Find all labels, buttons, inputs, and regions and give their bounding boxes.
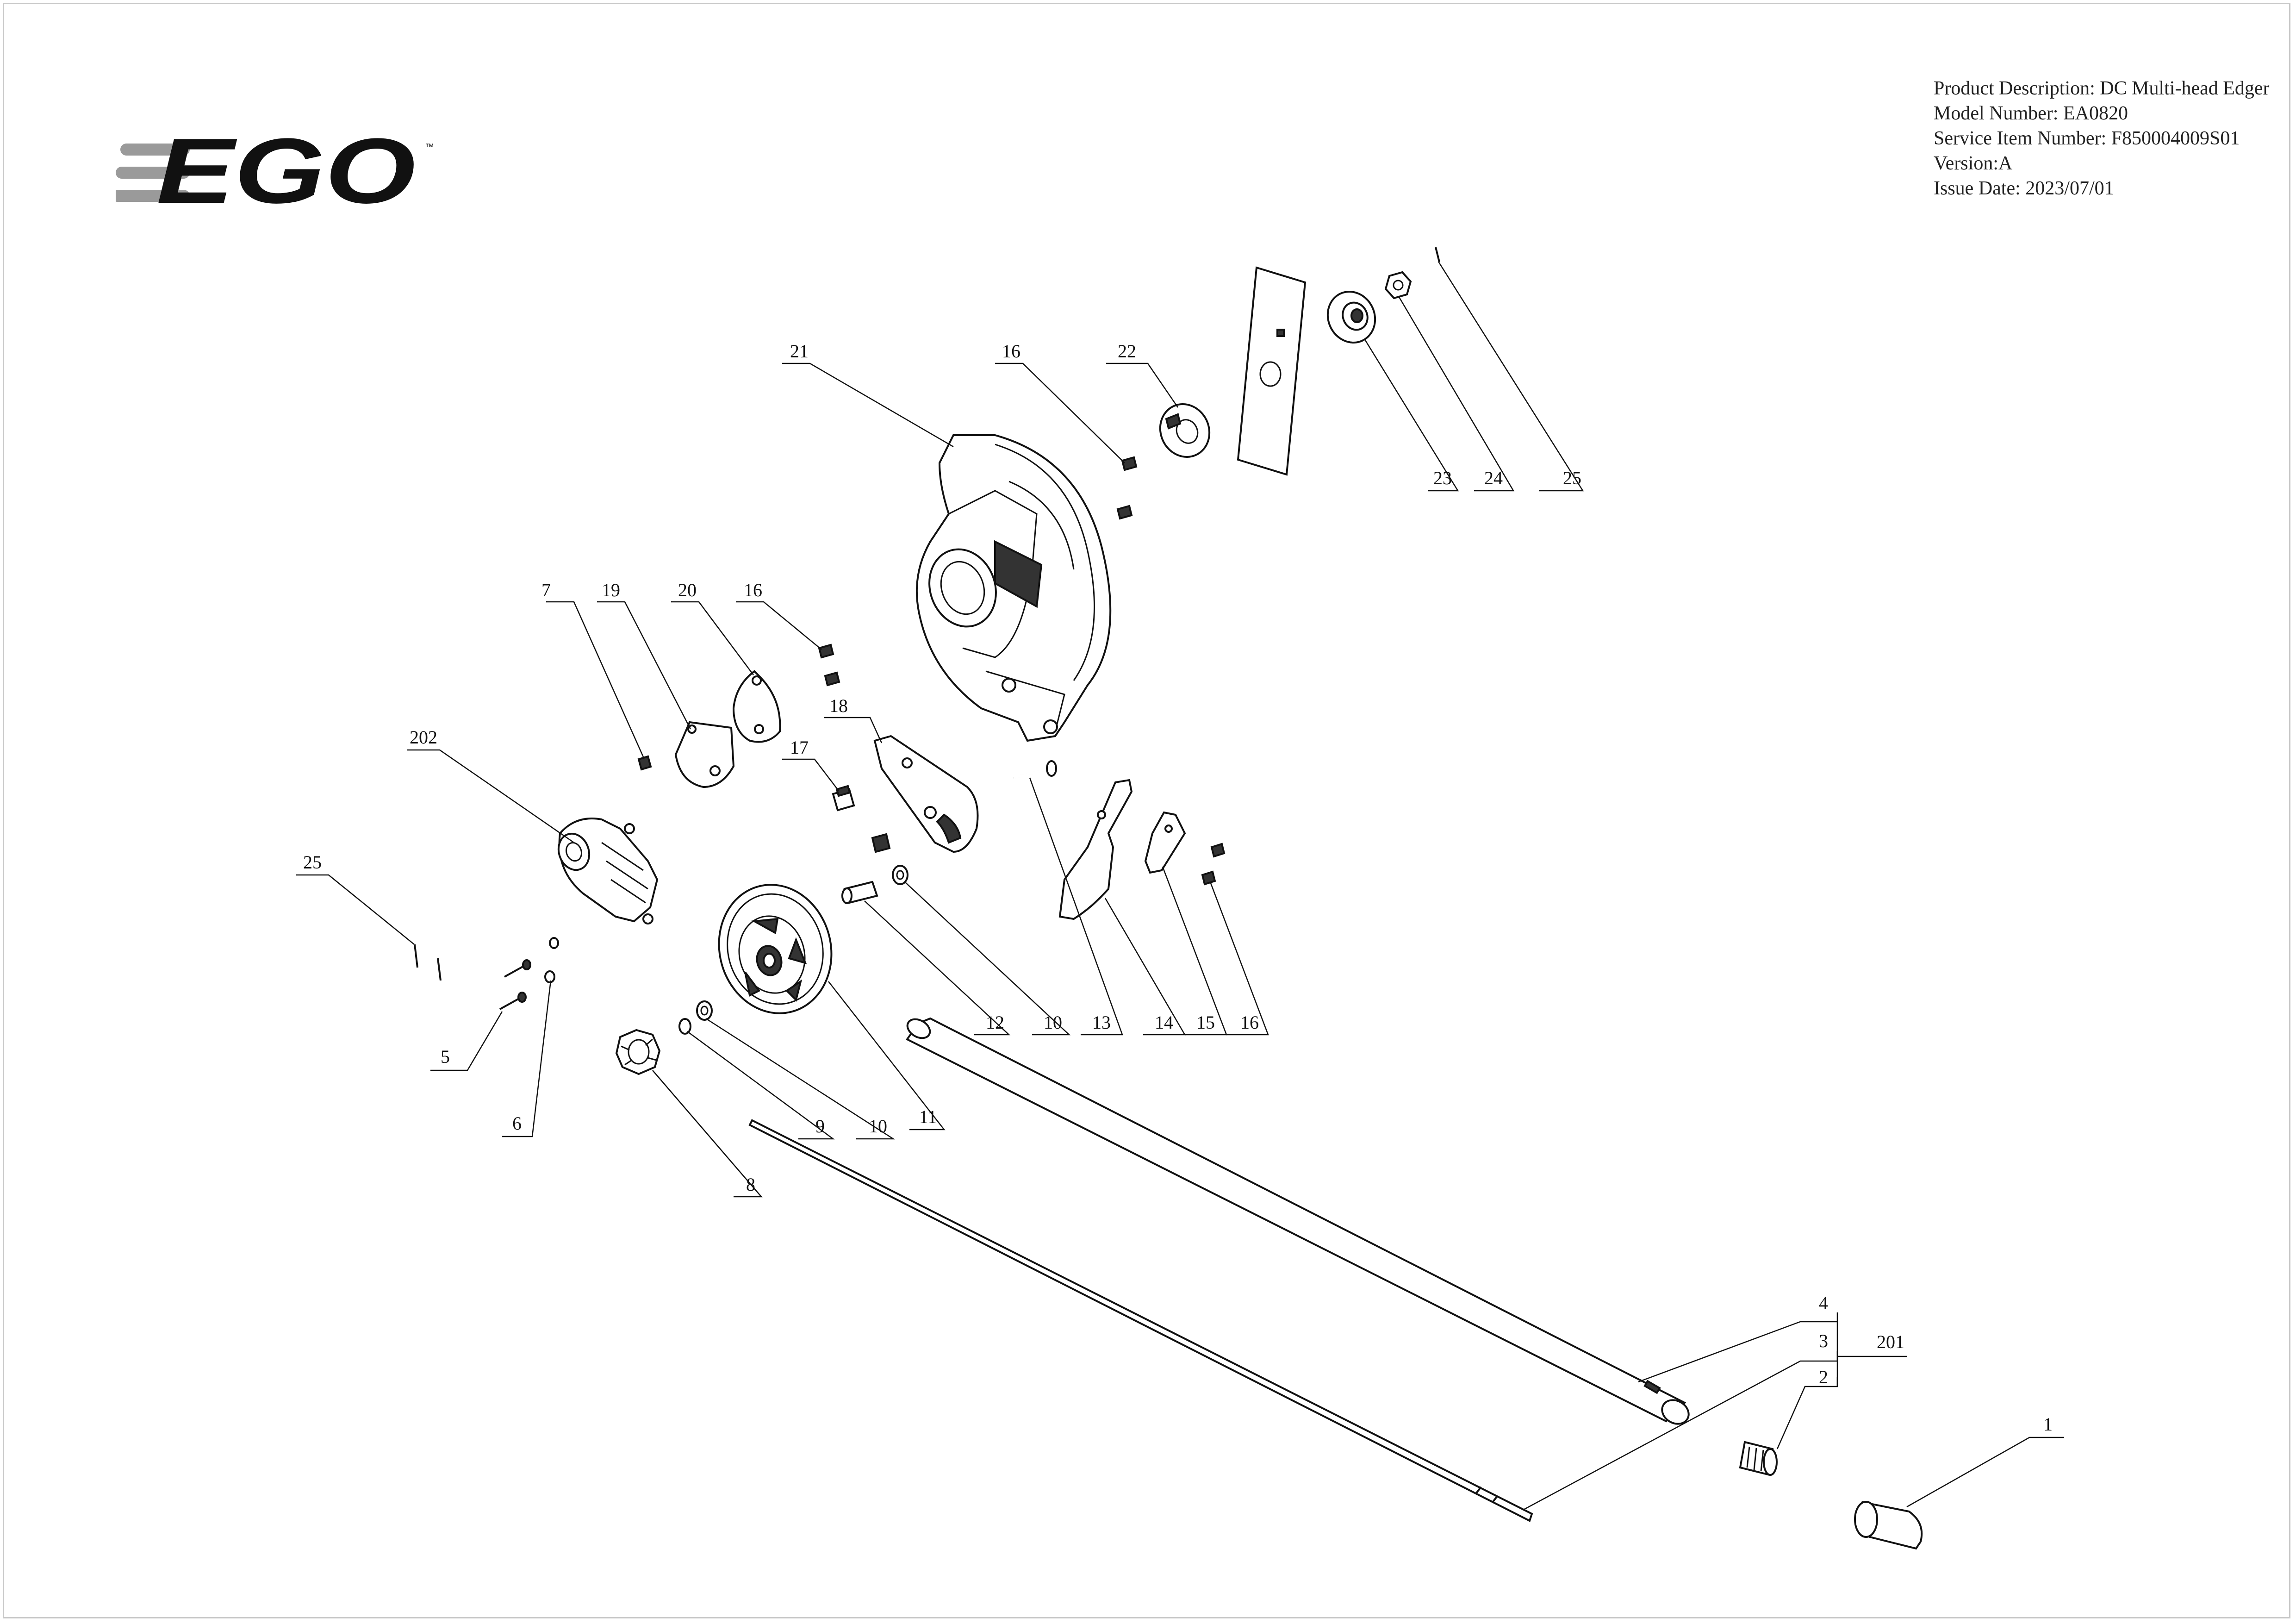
callout-23: 23 xyxy=(1433,468,1452,488)
callout-202: 202 xyxy=(410,727,437,748)
part-spacer-12 xyxy=(841,881,878,904)
part-screws-middle xyxy=(818,643,840,687)
callout-16-right: 16 xyxy=(1240,1012,1259,1033)
part-blade-nut xyxy=(1384,271,1412,300)
part-screws-right xyxy=(1201,843,1226,886)
callout-7: 7 xyxy=(541,580,551,600)
logo-stripe-1 xyxy=(120,144,190,156)
callout-8: 8 xyxy=(746,1174,755,1195)
part-outer-flange xyxy=(1326,291,1376,344)
part-screw-7 xyxy=(637,755,652,771)
product-description: Product Description: DC Multi-head Edger xyxy=(1934,78,2270,99)
part-coupler xyxy=(1739,1441,1778,1476)
callout-16-middle: 16 xyxy=(744,580,762,600)
part-small-plate xyxy=(1144,811,1186,874)
part-washer-10a xyxy=(696,1000,713,1021)
part-skid-plate xyxy=(1058,779,1133,920)
part-pins-left xyxy=(414,944,442,981)
logo-text: EGO xyxy=(156,138,416,212)
callout-11: 11 xyxy=(919,1106,937,1127)
page-border xyxy=(3,3,2290,1618)
callout-14: 14 xyxy=(1155,1012,1173,1033)
logo-stripe-3 xyxy=(116,190,190,202)
callout-18: 18 xyxy=(829,695,848,716)
document-info-block: Product Description: DC Multi-head Edger… xyxy=(1934,76,2270,201)
part-pin-top xyxy=(1435,247,1440,262)
issue-date: Issue Date: 2023/07/01 xyxy=(1934,178,2114,199)
callout-9: 9 xyxy=(815,1116,825,1137)
callout-10b: 10 xyxy=(1044,1012,1062,1033)
callout-1: 1 xyxy=(2043,1414,2053,1435)
part-screws-top xyxy=(1116,456,1138,520)
callout-21: 21 xyxy=(790,341,809,362)
callout-19: 19 xyxy=(602,580,620,600)
callout-17: 17 xyxy=(790,737,809,758)
callout-10a: 10 xyxy=(869,1116,887,1137)
version: Version:A xyxy=(1934,153,2013,174)
part-shaft-tube xyxy=(906,1017,1690,1425)
callout-15: 15 xyxy=(1196,1012,1215,1033)
logo-trademark: ™ xyxy=(425,142,434,152)
part-bracket-plate xyxy=(873,735,979,853)
part-drive-shaft xyxy=(748,1119,1533,1522)
callout-4: 4 xyxy=(1819,1293,1828,1313)
part-wheel xyxy=(718,884,833,1014)
part-inner-flange xyxy=(1159,403,1211,458)
part-bolt-13 xyxy=(1013,760,1057,779)
part-cover-half xyxy=(732,670,781,743)
logo-stripe-2 xyxy=(116,167,190,179)
callout-22: 22 xyxy=(1118,341,1136,362)
callout-20: 20 xyxy=(678,580,697,600)
part-gear-head xyxy=(557,818,659,924)
callout-5: 5 xyxy=(441,1046,450,1067)
part-blade-guard xyxy=(915,434,1112,742)
part-screw-upper xyxy=(871,833,891,853)
callout-2: 2 xyxy=(1819,1367,1828,1387)
leader-lines xyxy=(296,261,2064,1511)
callout-16-top: 16 xyxy=(1002,341,1020,362)
part-edger-blade xyxy=(1237,266,1307,476)
ego-logo: EGO ™ xyxy=(116,138,434,212)
part-knob xyxy=(615,1029,661,1075)
service-item-number: Service Item Number: F850004009S01 xyxy=(1934,128,2240,149)
part-gear-cover xyxy=(674,721,735,788)
callout-6: 6 xyxy=(512,1113,522,1134)
callout-24: 24 xyxy=(1484,468,1503,488)
callout-201: 201 xyxy=(1877,1331,1904,1352)
part-washer-10b xyxy=(892,865,908,885)
callout-12: 12 xyxy=(986,1012,1004,1033)
model-number: Model Number: EA0820 xyxy=(1934,103,2128,124)
part-screws-5 xyxy=(499,959,531,1010)
callout-25-left: 25 xyxy=(303,852,322,873)
part-washers-6 xyxy=(544,937,559,983)
callout-25-top: 25 xyxy=(1563,468,1581,488)
callout-labels: 1 2 3 4 201 5 6 7 8 9 10 10 11 12 13 14 … xyxy=(303,341,2053,1435)
part-washer-9 xyxy=(678,1018,691,1035)
callout-3: 3 xyxy=(1819,1330,1828,1351)
callout-13: 13 xyxy=(1092,1012,1111,1033)
part-end-cap xyxy=(1854,1501,1923,1550)
part-plug-17 xyxy=(832,785,855,812)
